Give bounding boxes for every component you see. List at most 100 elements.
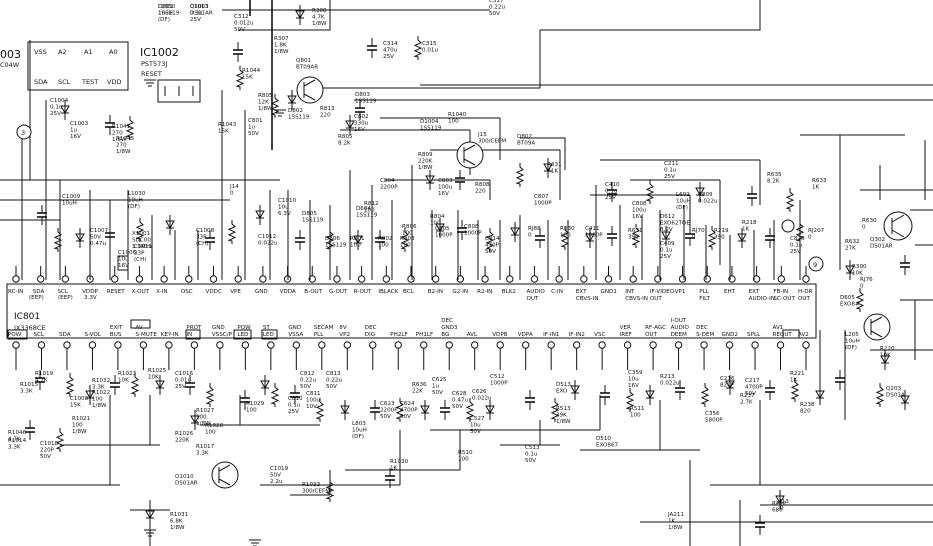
ic801-top-pin-label: H-DR	[798, 289, 813, 295]
component-label: 15K	[242, 75, 253, 81]
component-label: R222	[772, 501, 787, 507]
component-label: 100	[246, 408, 257, 414]
component-label: 0.22u	[489, 5, 505, 11]
component-label: 27K	[845, 246, 856, 252]
component-label: 4.7K	[312, 15, 325, 21]
resistor-symbol	[700, 383, 710, 407]
component-label: C1010	[278, 198, 297, 204]
ic801-top-pin-label: SDA	[33, 289, 45, 295]
ic801-top-pin-label: PLL	[699, 289, 709, 295]
component-label: 6.3V	[278, 211, 291, 217]
ic801-top-pin-marker	[629, 275, 637, 283]
ic801-sub-33v: 3.3V	[84, 295, 97, 301]
component-label: 0.012u	[234, 21, 254, 27]
component-label: 5800P	[705, 418, 723, 424]
component-label: L803	[352, 421, 366, 427]
component-label: R220	[880, 346, 895, 352]
resistor-symbol	[130, 373, 140, 397]
component-label: Q302	[870, 237, 885, 243]
component-label: C810	[288, 396, 303, 402]
component-label: 16V	[354, 127, 365, 133]
component-label: 3.3K	[8, 445, 21, 451]
component-label: 0.1u	[605, 189, 618, 195]
ic801-top-pin-marker	[333, 275, 341, 283]
component-label: 25V	[664, 174, 675, 180]
component-label: R801	[350, 236, 365, 242]
component-label: C809	[698, 192, 713, 198]
component-label: R1026	[175, 431, 194, 437]
component-label: C813	[326, 371, 341, 377]
component-label: D1004	[420, 119, 439, 125]
component-label: 0.22u	[300, 378, 316, 384]
component-label: C1012	[258, 234, 276, 240]
ic801-bottom-pin-label: PH1LF	[416, 332, 433, 338]
ic801-top-pin-label: EXT	[749, 289, 760, 295]
ic801-top-pin-marker	[678, 275, 687, 283]
component-label: 10K	[148, 375, 159, 381]
ic801-bottom-pin-label: DEEM	[671, 332, 687, 338]
component-label: 220K	[418, 159, 433, 165]
component-label: R1040	[448, 112, 467, 118]
component-label: 10u	[628, 377, 639, 383]
resistor-symbol	[395, 398, 405, 422]
component-label: R633	[812, 178, 827, 184]
component-label: C803	[438, 178, 453, 184]
component-label: 25V	[50, 111, 61, 117]
ic801-bottom-pin-marker	[623, 341, 632, 349]
component-label: DS01AR	[175, 481, 198, 487]
ic801-bottom-pin-label: AUDIO	[671, 325, 690, 331]
resistor-symbol	[515, 163, 525, 187]
ic801-bottom-pin-marker	[674, 341, 683, 349]
component-label: D510	[596, 436, 611, 442]
component-label: (DF)	[676, 205, 688, 211]
resistor-symbol	[790, 378, 800, 402]
ic1002-part: PST573J	[141, 60, 167, 68]
component-label: R1030	[390, 459, 409, 465]
resistor-symbol	[55, 428, 65, 452]
component-label: C801	[248, 118, 263, 124]
crystal-x1001	[117, 255, 129, 271]
resistor-symbol	[625, 388, 635, 412]
component-label: 1SS119	[325, 243, 347, 249]
ic801-bottom-pin-label: VSSA	[288, 332, 303, 338]
component-label: 50V	[485, 249, 496, 255]
resistor-symbol	[785, 188, 795, 212]
ic801-bottom-pin-marker	[700, 341, 708, 349]
ic801-top-pin-marker	[555, 275, 563, 283]
ic801-bottom-pin-marker	[725, 341, 734, 349]
resistor-symbol	[125, 116, 135, 140]
component-label: R812	[364, 201, 379, 207]
component-label: R1029	[246, 401, 265, 407]
ic801-bottom-pin-label: DEC	[696, 325, 708, 331]
ic801-bottom-pin-label: VSSC/P	[212, 332, 233, 338]
ic801-bottom-pin-label: SDA	[59, 332, 71, 338]
component-label: C812	[300, 371, 315, 377]
ic801-bottom-pin-marker	[292, 341, 301, 349]
component-label: 100	[205, 430, 216, 436]
resistor-symbol	[550, 398, 560, 422]
component-label: R219	[714, 228, 729, 234]
component-label: 25V	[383, 54, 394, 60]
ic801-top-pin-label: FB-IN	[773, 289, 788, 295]
component-label: 1K	[390, 466, 398, 472]
component-label: 1000P	[490, 381, 508, 387]
component-label: C1018	[40, 441, 59, 447]
ic801-top-pin-label: EXT	[576, 289, 587, 295]
component-label: R805	[338, 134, 353, 140]
component-label: C512	[490, 374, 505, 380]
resistor-symbol	[325, 478, 335, 502]
ic801-top-pin-numbers	[12, 275, 810, 283]
ic1002-pin-test: TEST	[81, 78, 98, 86]
component-label: R1041	[112, 124, 131, 130]
component-label: C1003	[70, 121, 89, 127]
component-label: 4700P	[400, 408, 418, 414]
component-label: 33P	[196, 235, 207, 241]
ic801-top-pin-label: SCL	[57, 289, 68, 295]
ic801-bottom-pin-label: S-VOL	[84, 332, 101, 338]
component-label: 1SS119	[302, 218, 324, 224]
component-label: J13	[779, 499, 789, 505]
ic1002-ref: IC1002	[140, 46, 179, 59]
ic801-top-pin-marker	[506, 275, 514, 283]
